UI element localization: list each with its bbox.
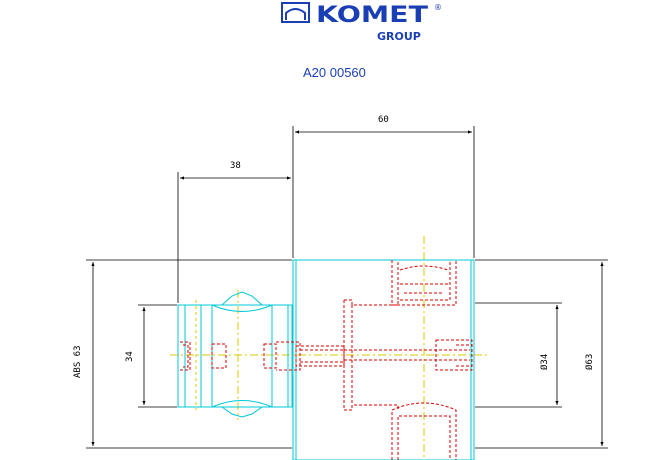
dimension-lines xyxy=(91,130,604,446)
extension-lines xyxy=(86,126,608,449)
dim-abs-height: ABS 63 xyxy=(73,345,83,378)
center-lines xyxy=(170,236,490,460)
dim-dia-outer: Ø63 xyxy=(584,354,595,370)
brand-name: KOMET xyxy=(316,3,428,28)
dim-left-length: 38 xyxy=(230,161,241,171)
dimension-labels: 60 38 ABS 63 34 Ø34 Ø63 xyxy=(73,115,595,378)
hidden-lines xyxy=(180,260,473,460)
komet-arch-logo-icon xyxy=(281,2,310,23)
dim-dia-inner: Ø34 xyxy=(539,354,550,370)
part-outline xyxy=(177,259,475,460)
dim-left-height: 34 xyxy=(125,351,135,362)
group-label: GROUP xyxy=(377,30,421,43)
komet-logo: KOMET ® GROUP xyxy=(281,2,442,43)
dim-overall-length: 60 xyxy=(378,115,389,125)
part-number: A20 00560 xyxy=(303,65,366,80)
registered-mark: ® xyxy=(434,3,442,12)
